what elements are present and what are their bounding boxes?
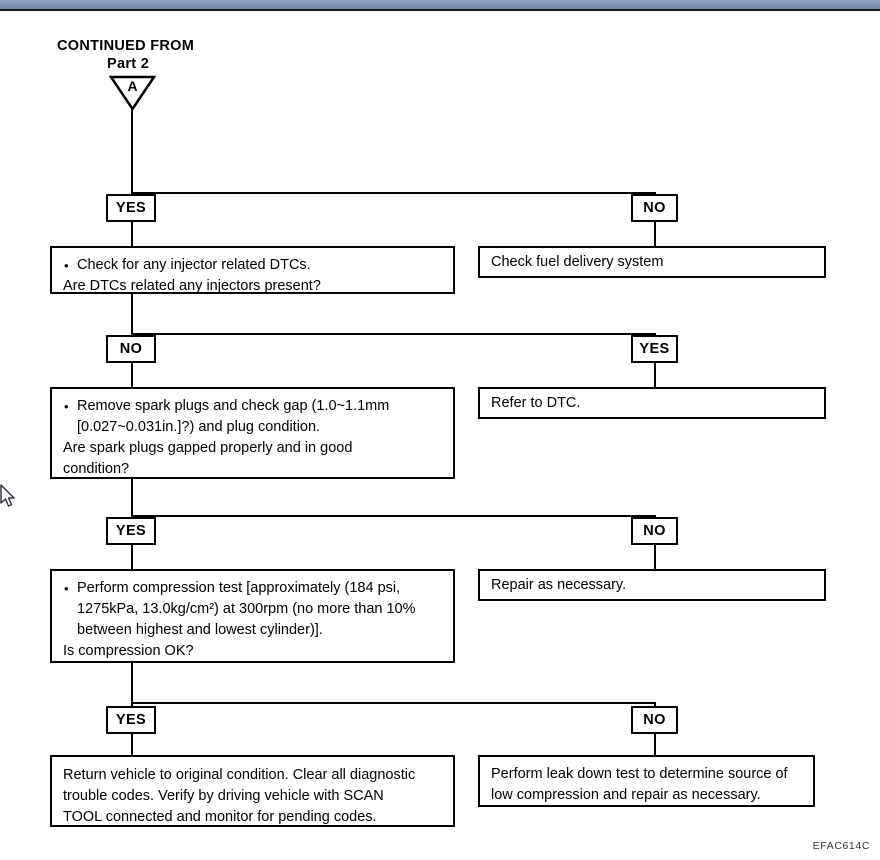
branch-label-yes: YES (106, 706, 156, 734)
box-text-line: Refer to DTC. (491, 395, 581, 411)
box-text-line: Check for any injector related DTCs. (63, 255, 443, 276)
box-text-line: between highest and lowest cylinder)]. (77, 622, 323, 638)
box-text-line: low compression and repair as necessary. (491, 787, 761, 803)
connector-triangle-a: A (108, 75, 157, 112)
decision-box-step3: Perform compression test [approximately … (50, 569, 455, 663)
mouse-cursor (0, 484, 15, 507)
connector-line (131, 702, 656, 704)
box-text-line: Are spark plugs gapped properly and in g… (63, 440, 353, 456)
box-text-line: Perform compression test [approximately … (63, 578, 443, 599)
connector-line (131, 663, 133, 704)
box-text-line: [0.027~0.031in.]?) and plug condition. (77, 419, 321, 435)
connector-line (131, 192, 656, 194)
box-text-line: trouble codes. Verify by driving vehicle… (63, 788, 384, 804)
connector-line (654, 221, 656, 247)
connector-line (131, 108, 133, 193)
flowchart-canvas: CONTINUED FROM Part 2 A YES NO Check for… (0, 13, 880, 860)
branch-label-yes: YES (631, 335, 678, 363)
connector-line (654, 362, 656, 388)
connector-line (654, 733, 656, 756)
box-text-line: condition? (63, 461, 130, 477)
box-text-line: Check fuel delivery system (491, 254, 664, 270)
branch-label-yes: YES (106, 194, 156, 222)
branch-label-no: NO (631, 706, 678, 734)
branch-label-no: NO (106, 335, 156, 363)
continued-from-label: CONTINUED FROM (57, 38, 195, 54)
result-box-pass: Return vehicle to original condition. Cl… (50, 755, 455, 827)
connector-line (131, 362, 133, 388)
branch-label-no: NO (631, 194, 678, 222)
decision-box-step2: Remove spark plugs and check gap (1.0~1.… (50, 387, 455, 479)
action-box-step1: Check fuel delivery system (478, 246, 826, 278)
box-text-line: TOOL connected and monitor for pending c… (63, 809, 377, 825)
decision-box-step1: Check for any injector related DTCs. Are… (50, 246, 455, 294)
figure-code-label: EFAC614C (812, 840, 870, 852)
box-text-line: Are DTCs related any injectors present? (63, 278, 321, 294)
connector-line (131, 333, 656, 335)
connector-line (131, 733, 133, 756)
branch-label-yes: YES (106, 517, 156, 545)
connector-line (131, 515, 656, 517)
connector-letter: A (127, 78, 138, 94)
branch-label-no: NO (631, 517, 678, 545)
connector-line (131, 221, 133, 247)
box-text-line: Return vehicle to original condition. Cl… (63, 767, 416, 783)
action-box-step2: Refer to DTC. (478, 387, 826, 419)
connector-line (654, 544, 656, 570)
triangle-icon (108, 75, 157, 112)
action-box-step3: Repair as necessary. (478, 569, 826, 601)
window-title-bar (0, 0, 880, 11)
box-text-line: 1275kPa, 13.0kg/cm²) at 300rpm (no more … (77, 601, 416, 617)
connector-line (131, 294, 133, 335)
connector-line (131, 544, 133, 570)
box-text-line: Remove spark plugs and check gap (1.0~1.… (63, 396, 443, 417)
result-box-fail: Perform leak down test to determine sour… (478, 755, 815, 807)
box-text-line: Repair as necessary. (491, 577, 627, 593)
box-text-line: Is compression OK? (63, 643, 194, 659)
box-text-line: Perform leak down test to determine sour… (491, 766, 788, 782)
connector-line (131, 479, 133, 517)
part-label: Part 2 (107, 56, 150, 72)
